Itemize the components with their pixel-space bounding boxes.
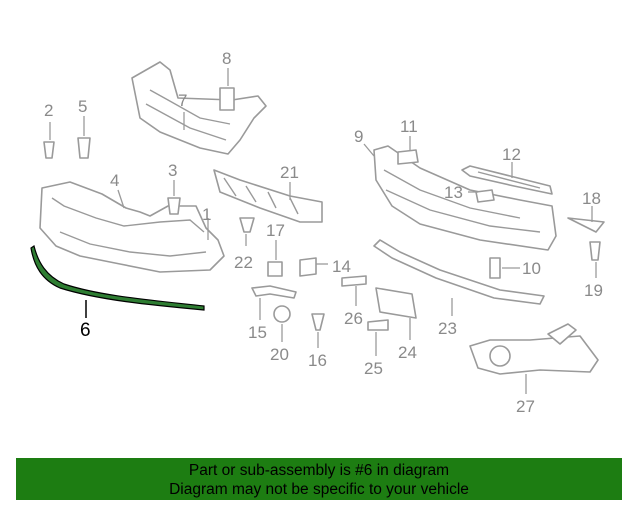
callout-3: 3 [168, 161, 177, 180]
callout-12: 12 [502, 145, 521, 164]
callout-4: 4 [110, 171, 119, 190]
parts-diagram: 2 5 8 7 3 4 1 21 17 22 14 15 20 16 26 25… [30, 49, 605, 416]
callout-lines [49, 68, 597, 394]
callout-18: 18 [582, 189, 601, 208]
callout-11: 11 [400, 117, 418, 136]
callout-19: 19 [584, 281, 603, 300]
callout-22: 22 [234, 253, 253, 272]
part-info-banner: Part or sub-assembly is #6 in diagram Di… [16, 458, 622, 500]
part-23-cover [373, 239, 545, 305]
callout-5: 5 [78, 97, 87, 116]
callout-9: 9 [354, 127, 363, 146]
callout-2: 2 [44, 101, 53, 120]
callout-21: 21 [280, 163, 299, 182]
callout-1: 1 [202, 205, 211, 224]
part-24-plate [375, 287, 417, 319]
callout-14: 14 [332, 257, 351, 276]
callout-13: 13 [444, 183, 463, 202]
callout-25: 25 [364, 359, 383, 378]
part-9-grille [373, 145, 557, 251]
callout-26: 26 [344, 309, 363, 328]
part-1-fascia [39, 181, 225, 273]
fasteners [43, 87, 605, 331]
callout-6: 6 [80, 320, 91, 341]
part-27-bezel [469, 323, 599, 375]
part-21-bar [213, 169, 323, 223]
callout-20: 20 [270, 345, 289, 364]
callout-23: 23 [438, 319, 457, 338]
callout-numbers: 2 5 8 7 3 4 1 21 17 22 14 15 20 16 26 25… [44, 49, 603, 416]
callout-15: 15 [248, 323, 267, 342]
part-12-trim [461, 165, 553, 195]
callout-8: 8 [222, 49, 231, 68]
callout-17: 17 [266, 221, 285, 240]
callout-27: 27 [516, 397, 535, 416]
part-7-bracket [131, 61, 267, 155]
banner-line-2: Diagram may not be specific to your vehi… [169, 481, 469, 498]
callout-16: 16 [308, 351, 327, 370]
callout-24: 24 [398, 343, 417, 362]
callout-7: 7 [178, 91, 187, 110]
banner-line-1: Part or sub-assembly is #6 in diagram [188, 462, 450, 479]
part-6-strip [30, 245, 205, 311]
callout-10: 10 [522, 259, 541, 278]
